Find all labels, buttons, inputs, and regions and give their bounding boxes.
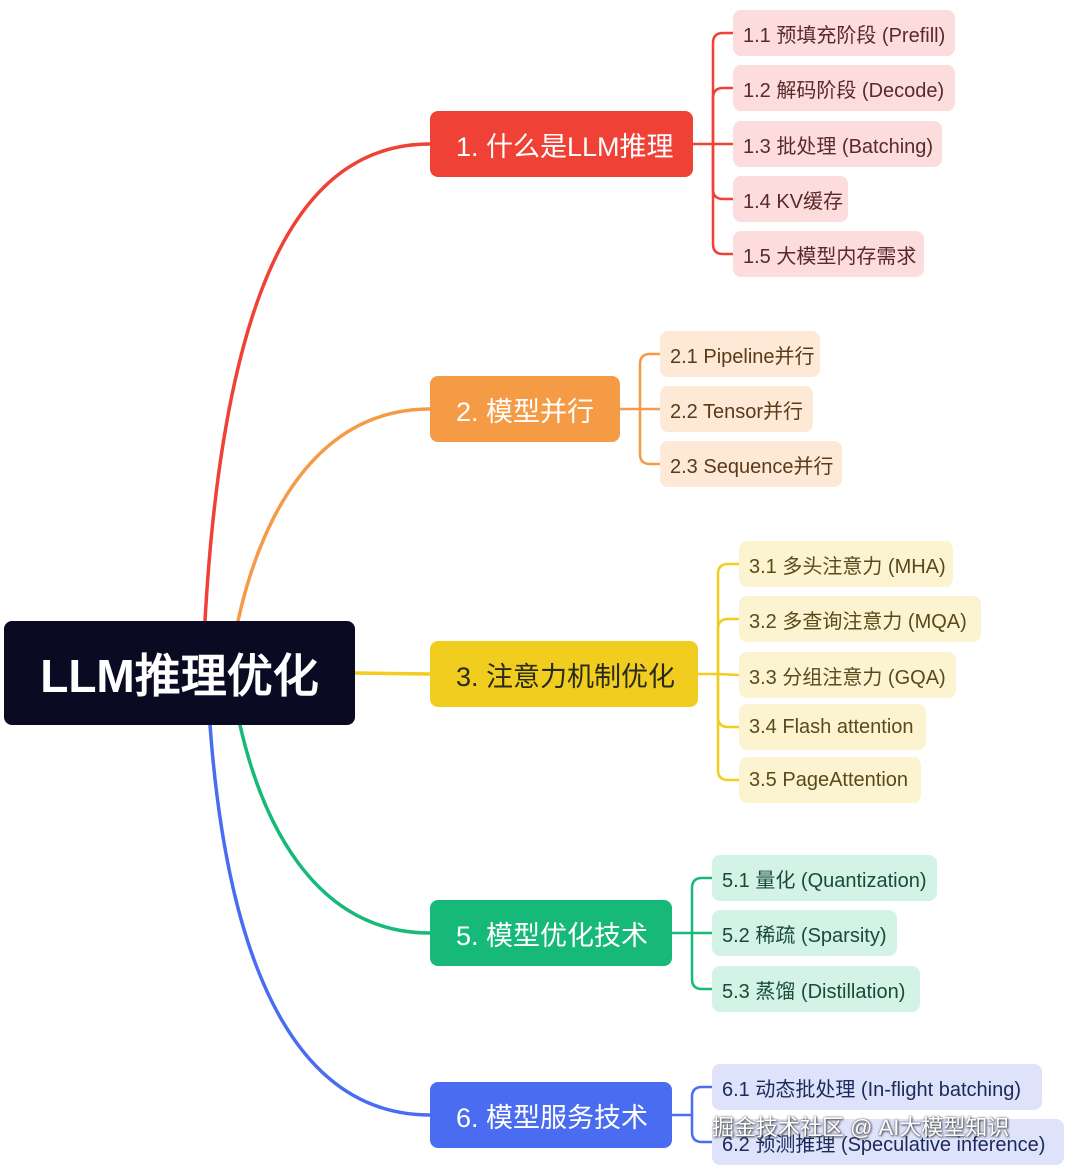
leaf-tensor-parallel[interactable]: 2.2 Tensor并行 [660, 386, 813, 432]
leaf-connector-2-1 [638, 352, 662, 411]
leaf-connector-1-1 [711, 31, 735, 146]
leaf-connector-3-5 [716, 672, 741, 782]
leaf-connector-4-1 [690, 876, 714, 935]
leaf-decode[interactable]: 1.2 解码阶段 (Decode) [733, 65, 955, 111]
branch-attention-optimization[interactable]: 3. 注意力机制优化 [430, 641, 698, 707]
leaf-sparsity[interactable]: 5.2 稀疏 (Sparsity) [712, 910, 897, 956]
branch-model-parallel[interactable]: 2. 模型并行 [430, 376, 620, 442]
root-node[interactable]: LLM推理优化 [4, 621, 355, 725]
leaf-kv-cache[interactable]: 1.4 KV缓存 [733, 176, 848, 222]
branch-label: 6. 模型服务技术 [456, 1102, 649, 1133]
branch-label: 2. 模型并行 [456, 396, 595, 427]
leaf-batching[interactable]: 1.3 批处理 (Batching) [733, 121, 942, 167]
leaf-mha[interactable]: 3.1 多头注意力 (MHA) [739, 541, 953, 587]
branch-model-serving[interactable]: 6. 模型服务技术 [430, 1082, 672, 1148]
leaf-connector-3-3 [716, 672, 741, 677]
leaf-connector-4-3 [690, 931, 714, 991]
watermark: 掘金技术社区 @ AI大模型知识 [712, 1115, 1010, 1140]
leaf-connector-3-2 [716, 617, 741, 676]
leaf-connector-5-2 [690, 1113, 714, 1144]
branch-label: 5. 模型优化技术 [456, 920, 649, 951]
branch-model-optimization[interactable]: 5. 模型优化技术 [430, 900, 672, 966]
branch-label: 3. 注意力机制优化 [456, 661, 676, 692]
root-connector-1 [203, 142, 432, 623]
leaf-speculative-inference[interactable]: 6.2 预测推理 (Speculative inference) [712, 1119, 1064, 1165]
leaf-flash-attention[interactable]: 3.4 Flash attention [739, 704, 926, 750]
leaf-memory-demand[interactable]: 1.5 大模型内存需求 [733, 231, 924, 277]
leaf-connector-3-1 [716, 562, 741, 676]
leaf-gqa[interactable]: 3.3 分组注意力 (GQA) [739, 652, 956, 698]
leaf-pipeline-parallel[interactable]: 2.1 Pipeline并行 [660, 331, 820, 377]
leaf-connector-2-3 [638, 407, 662, 466]
leaf-connector-1-2 [711, 86, 735, 146]
leaf-sequence-parallel[interactable]: 2.3 Sequence并行 [660, 441, 842, 487]
root-connector-5 [208, 723, 432, 1117]
root-label: LLM推理优化 [40, 650, 319, 702]
branch-llm-inference[interactable]: 1. 什么是LLM推理 [430, 111, 693, 177]
leaf-connector-3-4 [716, 672, 741, 729]
leaf-quantization[interactable]: 5.1 量化 (Quantization) [712, 855, 937, 901]
branch-label: 1. 什么是LLM推理 [456, 131, 674, 162]
leaf-distillation[interactable]: 5.3 蒸馏 (Distillation) [712, 966, 920, 1012]
leaf-prefill[interactable]: 1.1 预填充阶段 (Prefill) [733, 10, 955, 56]
root-connector-4 [238, 723, 432, 935]
leaf-connector-1-4 [711, 142, 735, 201]
leaf-mqa[interactable]: 3.2 多查询注意力 (MQA) [739, 596, 981, 642]
leaf-connector-5-1 [690, 1085, 714, 1117]
leaf-inflight-batching[interactable]: 6.1 动态批处理 (In-flight batching) [712, 1064, 1042, 1110]
root-connector-2 [236, 407, 432, 623]
leaf-page-attention[interactable]: 3.5 PageAttention [739, 757, 921, 803]
leaf-connector-1-5 [711, 142, 735, 256]
root-connector-3 [353, 671, 432, 676]
